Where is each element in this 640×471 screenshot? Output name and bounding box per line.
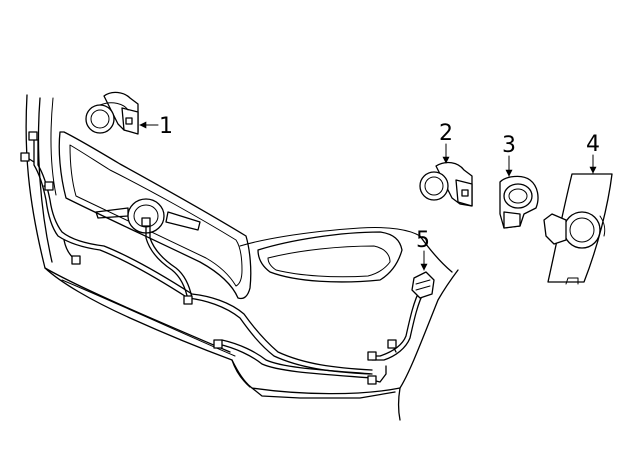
callout-1: 1 bbox=[139, 114, 173, 139]
wiring-harness bbox=[20, 131, 435, 385]
callout-2: 2 bbox=[439, 121, 453, 164]
callout-2-label: 2 bbox=[439, 121, 453, 146]
part-1-sensor bbox=[85, 91, 139, 135]
callout-4-label: 4 bbox=[586, 132, 600, 157]
callout-3: 3 bbox=[502, 133, 516, 177]
lower-grille bbox=[239, 227, 453, 283]
callout-5: 5 bbox=[416, 228, 430, 271]
callout-5-label: 5 bbox=[416, 228, 430, 253]
part-3-sensor bbox=[499, 175, 539, 229]
part-2-sensor bbox=[419, 161, 473, 207]
grille bbox=[58, 131, 252, 300]
bumper-fascia bbox=[25, 94, 459, 421]
callout-4: 4 bbox=[586, 132, 600, 174]
callout-1-label: 1 bbox=[159, 114, 173, 139]
callout-3-label: 3 bbox=[502, 133, 516, 158]
part-4-bracket bbox=[543, 173, 613, 285]
